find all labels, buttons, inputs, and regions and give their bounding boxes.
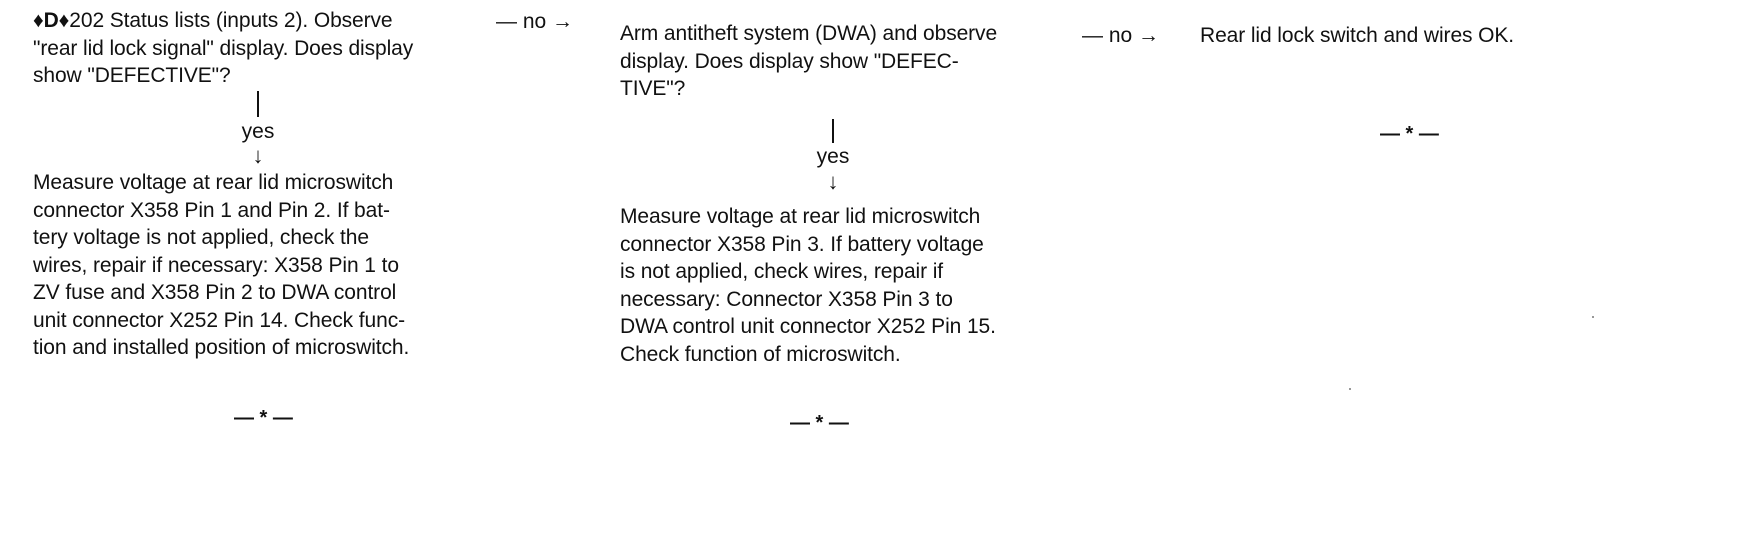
yes-connector-line-1 — [257, 91, 259, 117]
step2-end-mark: — * — — [790, 412, 849, 434]
step1-lead-marker: ♦D♦ — [33, 9, 70, 32]
step3-end-mark: — * — — [1380, 123, 1439, 145]
step3-result: Rear lid lock switch and wires OK. — [1200, 24, 1515, 47]
no-arrow-1: — no → — [496, 10, 574, 33]
yes-label-2: yes — [816, 145, 850, 168]
scan-speck — [1592, 316, 1594, 318]
no-arrow-2: — no → — [1082, 24, 1160, 47]
yes-label-1: yes — [241, 120, 275, 143]
step2-action-text: Measure voltage at rear lid microswitch … — [620, 205, 996, 366]
step2-question: Arm antitheft system (DWA) and observe d… — [620, 22, 998, 100]
step1-action-text: Measure voltage at rear lid microswitch … — [33, 171, 410, 359]
scan-speck — [1349, 388, 1351, 390]
down-arrow-1: ↓ — [252, 143, 264, 168]
step1-question: ♦D♦202 Status lists (inputs 2). Observe … — [33, 7, 483, 90]
yes-connector-line-2 — [832, 119, 834, 143]
step1-question-text: 202 Status lists (inputs 2). Observe "re… — [33, 9, 414, 87]
step1-end-mark: — * — — [234, 407, 293, 429]
down-arrow-2: ↓ — [827, 169, 839, 194]
